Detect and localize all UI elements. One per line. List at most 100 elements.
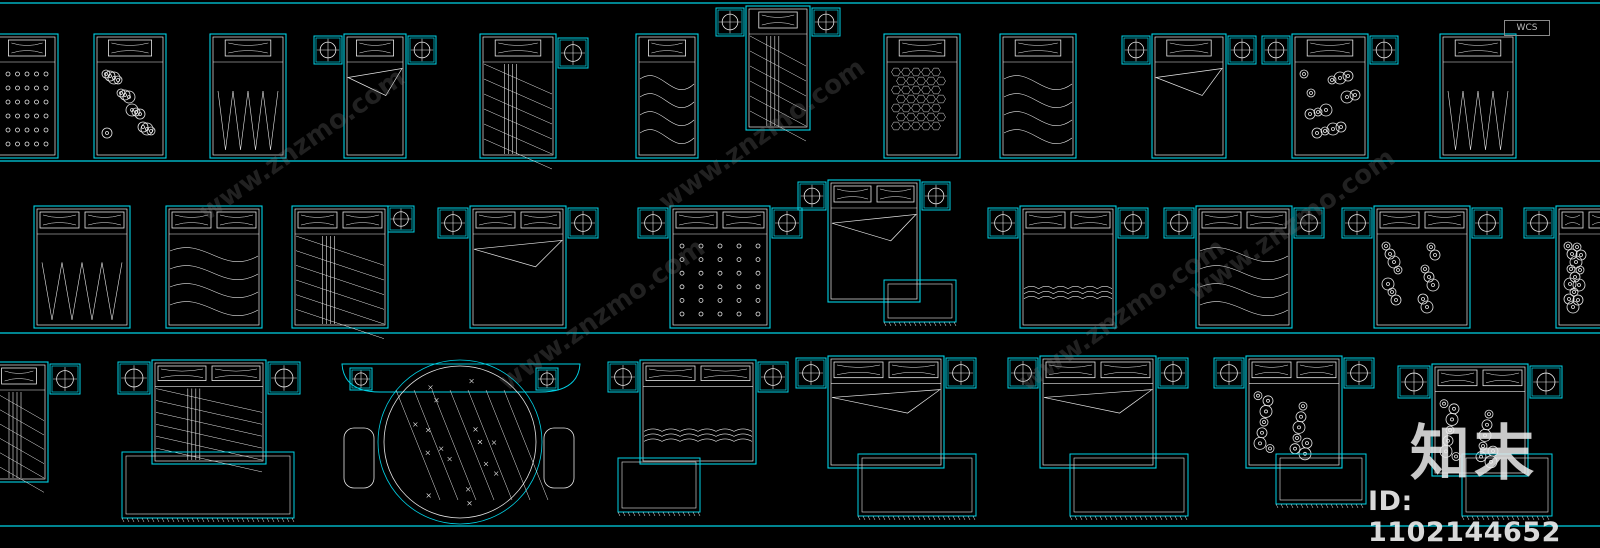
rug xyxy=(121,451,295,523)
bed-block xyxy=(1439,33,1517,159)
bed-frame xyxy=(999,33,1077,159)
nightstand xyxy=(567,207,599,239)
nightstand xyxy=(535,367,559,391)
mattress xyxy=(886,36,958,156)
nightstand xyxy=(117,361,151,395)
bed-block xyxy=(607,359,789,517)
bed-frame xyxy=(479,33,557,159)
nightstand xyxy=(797,181,827,211)
pillow xyxy=(84,211,125,229)
pillow xyxy=(108,39,153,57)
brand-watermark: 知末 xyxy=(1410,419,1538,489)
bed-block xyxy=(1523,205,1600,329)
row-single-beds xyxy=(0,5,1517,170)
pillow xyxy=(1251,361,1292,379)
pillow xyxy=(833,185,872,203)
nightstand xyxy=(1343,357,1375,389)
pillow xyxy=(1070,211,1111,229)
bed-frame xyxy=(1373,205,1471,329)
bed-frame xyxy=(1151,33,1227,159)
nightstand xyxy=(945,357,977,389)
bed-frame xyxy=(827,355,945,469)
nightstand xyxy=(1121,35,1151,65)
bed-block xyxy=(635,33,699,159)
pillow xyxy=(224,39,272,57)
pillow xyxy=(1454,39,1502,57)
mattress xyxy=(1376,208,1468,326)
pillow xyxy=(1379,211,1420,229)
bed-block xyxy=(795,355,977,521)
bed-block xyxy=(797,179,957,327)
bed-frame xyxy=(639,359,757,465)
rug xyxy=(1275,453,1367,509)
bed-frame xyxy=(469,205,567,329)
mattress xyxy=(212,36,284,156)
mattress xyxy=(638,36,696,156)
rug xyxy=(883,279,957,327)
mattress xyxy=(1442,36,1514,156)
rug xyxy=(617,457,701,517)
pillow xyxy=(876,185,915,203)
pillow xyxy=(1561,211,1584,229)
pillow xyxy=(355,39,394,57)
nightstand xyxy=(607,361,639,393)
mattress xyxy=(36,208,128,326)
nightstand xyxy=(1523,207,1555,239)
nightstand xyxy=(437,207,469,239)
bed-block xyxy=(1341,205,1503,329)
bed-frame xyxy=(33,205,131,329)
pillow xyxy=(520,211,561,229)
bed-block xyxy=(93,33,167,159)
pillow xyxy=(1025,211,1066,229)
mattress xyxy=(1198,208,1290,326)
bed-frame xyxy=(1245,355,1343,469)
pillow xyxy=(722,211,765,229)
bed-block xyxy=(1397,363,1563,521)
mattress xyxy=(0,36,56,156)
bed-frame xyxy=(1039,355,1157,469)
nightstand xyxy=(795,357,827,389)
mattress xyxy=(482,36,554,156)
pillow xyxy=(475,211,516,229)
mattress xyxy=(642,362,754,462)
pillow xyxy=(1424,211,1465,229)
bed-block xyxy=(0,361,81,493)
bed-block xyxy=(987,205,1149,329)
nightstand xyxy=(987,207,1019,239)
pillow xyxy=(1296,361,1337,379)
bed-block xyxy=(883,33,961,159)
band-lines xyxy=(0,2,1600,527)
nightstand xyxy=(49,363,81,395)
row-double-beds xyxy=(33,179,1600,339)
nightstand xyxy=(267,361,301,395)
pillow xyxy=(1437,369,1478,387)
pillow xyxy=(1014,39,1062,57)
pillow xyxy=(888,361,939,379)
pillow xyxy=(1246,211,1287,229)
bed-frame xyxy=(745,5,811,131)
pillow xyxy=(1201,211,1242,229)
pillow xyxy=(758,11,798,29)
bed-block xyxy=(1007,355,1189,521)
pillow xyxy=(39,211,80,229)
mattress xyxy=(748,8,808,128)
nightstand xyxy=(921,181,951,211)
bed-frame xyxy=(93,33,167,159)
nightstand xyxy=(1007,357,1039,389)
pillow xyxy=(1482,369,1523,387)
pillow xyxy=(1,367,37,385)
bed-block xyxy=(209,33,287,159)
row-king-beds xyxy=(0,355,1563,525)
nightstand xyxy=(637,207,669,239)
bed-block xyxy=(637,205,803,329)
nightstand xyxy=(715,7,745,37)
nightstand xyxy=(1227,35,1257,65)
bed-block xyxy=(1121,33,1257,159)
nightstand xyxy=(1369,35,1399,65)
nightstand xyxy=(1471,207,1503,239)
nightstand xyxy=(1261,35,1291,65)
bed-block xyxy=(313,33,437,159)
mattress xyxy=(1154,36,1224,156)
pillow xyxy=(1045,361,1096,379)
nightstand xyxy=(1213,357,1245,389)
